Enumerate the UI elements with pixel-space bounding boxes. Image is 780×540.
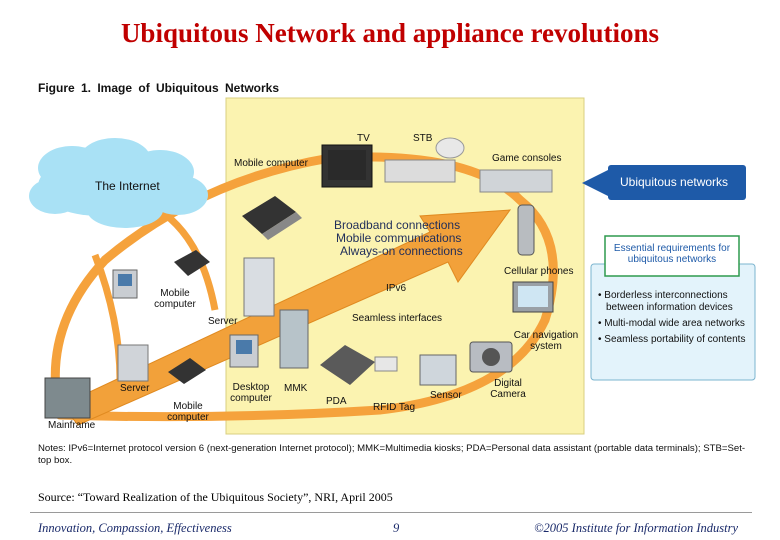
car-navigation-label: Car navigation system <box>513 330 579 352</box>
desktop-computer-label: Desktop computer <box>230 382 272 404</box>
stb-label: STB <box>413 133 433 144</box>
figure-caption: Figure 1. Image of Ubiquitous Networks <box>38 81 280 95</box>
page-number: 9 <box>393 521 400 535</box>
mobile-computer-top-label: Mobile computer <box>234 158 308 169</box>
ubiquitous-networks-label: Ubiquitous networks <box>620 175 729 189</box>
satellite-dish-icon <box>435 137 465 159</box>
slide-title: Ubiquitous Network and appliance revolut… <box>120 18 660 48</box>
footer-copyright: ©2005 Institute for Information Industry <box>534 521 738 535</box>
source-citation: Source: “Toward Realization of the Ubiqu… <box>38 490 393 504</box>
server-bottom-shape <box>117 344 149 382</box>
mmk-shape <box>279 309 309 369</box>
pda-shape <box>320 345 375 385</box>
cellular-phones-label: Cellular phones <box>504 266 574 277</box>
mmk-label: MMK <box>284 383 308 394</box>
requirements-heading: Essential requirements for ubiquitous ne… <box>613 243 731 265</box>
ubiquitous-callout <box>608 165 746 200</box>
sensor-shape <box>419 354 457 386</box>
internet-cloud <box>29 138 208 228</box>
server-bottom-label: Server <box>120 383 150 394</box>
game-consoles-label: Game consoles <box>492 153 562 164</box>
digital-camera-label: Digital Camera <box>490 378 526 400</box>
requirements-list: • Borderless interconnections between in… <box>598 290 758 350</box>
mobile-computer-bottom-label: Mobile computer <box>167 401 209 423</box>
ubiquitous-pointer <box>582 170 608 196</box>
tv-label: TV <box>357 133 370 144</box>
figure-notes: Notes: IPv6=Internet protocol version 6 … <box>38 443 746 466</box>
footer-divider <box>30 512 752 513</box>
requirement-item: • Multi-modal wide area networks <box>598 318 745 329</box>
game-console-shape <box>479 169 553 193</box>
center-text-broadband: Broadband connections <box>334 218 461 232</box>
requirement-item: • Seamless portability of contents <box>598 334 746 345</box>
requirements-heading-box <box>604 235 740 277</box>
stb-shape <box>384 159 456 183</box>
pda-label: PDA <box>326 396 347 407</box>
sensor-label: Sensor <box>430 390 462 401</box>
laptop-top-shape <box>242 196 296 234</box>
rfid-tag-shape <box>374 356 398 372</box>
ipv6-label: IPv6 <box>386 283 407 294</box>
network-ring <box>50 152 558 422</box>
seamless-interfaces-label: Seamless interfaces <box>352 313 443 324</box>
mainframe-shape <box>44 377 91 419</box>
center-text-always-on: Always-on connections <box>340 244 463 258</box>
requirement-item: • Borderless interconnections between in… <box>598 290 733 313</box>
cellphone-shape <box>517 204 535 256</box>
mobile-computer-left-label: Mobile computer <box>154 288 196 310</box>
center-text-mobile: Mobile communications <box>336 231 462 245</box>
server-mid-shape <box>243 257 275 317</box>
internet-label: The Internet <box>95 179 160 193</box>
mainframe-label: Mainframe <box>48 420 96 431</box>
rfid-tag-label: RFID Tag <box>373 402 416 413</box>
laptop-bottom-shape <box>168 358 206 384</box>
laptop-left-shape <box>174 250 210 276</box>
server-mid-label: Server <box>208 316 238 327</box>
footer-tagline: Innovation, Compassion, Effectiveness <box>38 521 232 535</box>
